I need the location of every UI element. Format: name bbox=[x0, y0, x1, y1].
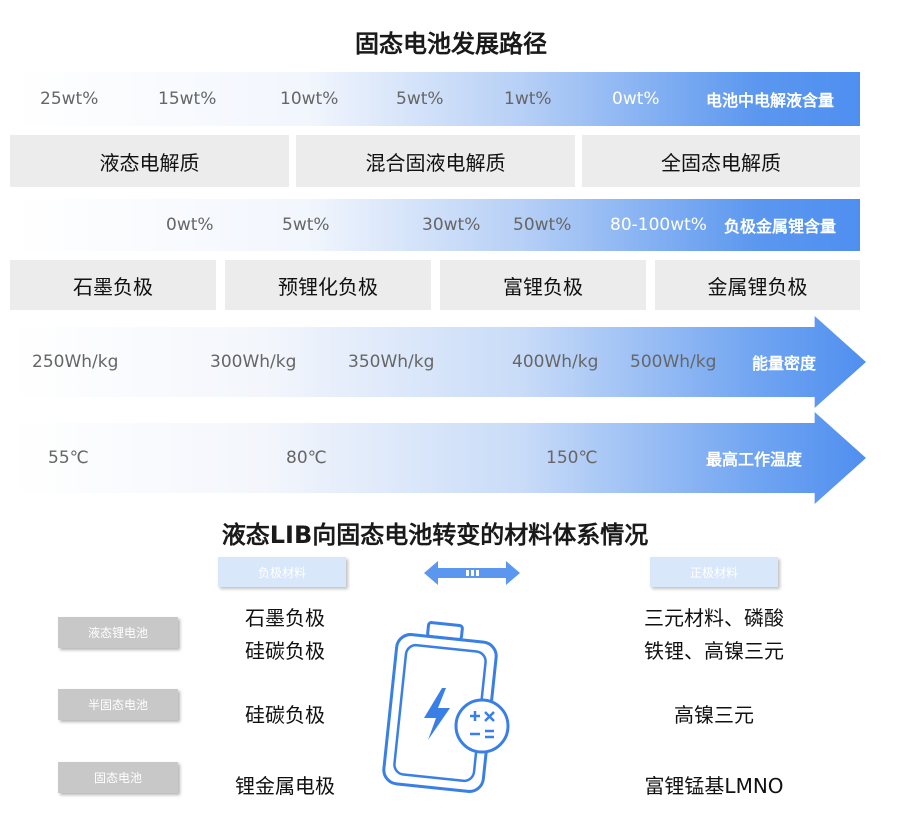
category-graphite-anode: 石墨负极 bbox=[10, 260, 216, 310]
category-hybrid-electrolyte: 混合固液电解质 bbox=[296, 135, 575, 187]
anode-tick: 80-100wt% bbox=[610, 215, 707, 235]
cathode-material-solid: 富锂锰基LMNO bbox=[608, 770, 820, 803]
anode-material-line: 石墨负极 bbox=[245, 606, 325, 630]
category-solid-electrolyte: 全固态电解质 bbox=[582, 135, 860, 187]
battery-icon bbox=[382, 621, 510, 793]
category-liquid-electrolyte: 液态电解质 bbox=[10, 135, 289, 187]
anode-material-line: 硅碳负极 bbox=[245, 639, 325, 663]
energy-density-arrow: 250Wh/kg 300Wh/kg 350Wh/kg 400Wh/kg 500W… bbox=[10, 316, 866, 408]
cathode-material-semi-solid: 高镍三元 bbox=[608, 699, 820, 732]
temperature-arrow: 55℃ 80℃ 150℃ 最高工作温度 bbox=[10, 412, 866, 504]
cathode-material-liquid: 三元材料、磷酸 铁锂、高镍三元 bbox=[608, 602, 820, 668]
electrolyte-tick: 1wt% bbox=[504, 89, 552, 109]
electrolyte-tick: 10wt% bbox=[280, 89, 339, 109]
electrolyte-bar-label: 电池中电解液含量 bbox=[706, 91, 835, 110]
anode-tick: 50wt% bbox=[513, 215, 572, 235]
temperature-tick: 150℃ bbox=[546, 448, 598, 468]
electrolyte-tick: 15wt% bbox=[158, 89, 217, 109]
electrolyte-tick: 5wt% bbox=[396, 89, 444, 109]
page-title: 固态电池发展路径 bbox=[355, 30, 547, 58]
anode-tick: 0wt% bbox=[166, 215, 214, 235]
electrolyte-content-bar: 25wt% 15wt% 10wt% 5wt% 1wt% 0wt% 电池中电解液含… bbox=[10, 72, 860, 126]
energy-tick: 350Wh/kg bbox=[348, 352, 435, 372]
cathode-material-line: 高镍三元 bbox=[674, 703, 754, 727]
anode-material-semi-solid: 硅碳负极 bbox=[200, 699, 370, 732]
section-title: 液态LIB向固态电池转变的材料体系情况 bbox=[221, 521, 649, 549]
cathode-material-line: 富锂锰基LMNO bbox=[644, 774, 784, 798]
anode-lithium-bar: 0wt% 5wt% 30wt% 50wt% 80-100wt% 负极金属锂含量 bbox=[10, 199, 860, 251]
category-lithium-rich-anode: 富锂负极 bbox=[440, 260, 646, 310]
cathode-material-line: 三元材料、磷酸 bbox=[644, 606, 784, 630]
anode-materials-header: 负极材料 bbox=[218, 557, 346, 587]
double-arrow-icon bbox=[424, 561, 520, 585]
row-label-semi-solid-battery: 半固态电池 bbox=[58, 689, 178, 720]
temperature-arrow-label: 最高工作温度 bbox=[706, 450, 803, 469]
temperature-tick: 80℃ bbox=[286, 448, 327, 468]
electrolyte-tick: 0wt% bbox=[612, 89, 660, 109]
row-label-liquid-battery: 液态锂电池 bbox=[58, 617, 178, 648]
anode-material-line: 硅碳负极 bbox=[245, 703, 325, 727]
energy-tick: 500Wh/kg bbox=[630, 352, 717, 372]
anode-tick: 5wt% bbox=[282, 215, 330, 235]
temperature-tick: 55℃ bbox=[48, 448, 89, 468]
anode-tick: 30wt% bbox=[422, 215, 481, 235]
energy-tick: 400Wh/kg bbox=[512, 352, 599, 372]
anode-material-line: 锂金属电极 bbox=[235, 774, 335, 798]
anode-bar-label: 负极金属锂含量 bbox=[724, 217, 837, 236]
row-label-solid-battery: 固态电池 bbox=[58, 762, 178, 793]
energy-tick: 300Wh/kg bbox=[210, 352, 297, 372]
anode-material-solid: 锂金属电极 bbox=[200, 770, 370, 803]
category-lithium-metal-anode: 金属锂负极 bbox=[655, 260, 860, 310]
electrolyte-tick: 25wt% bbox=[40, 89, 99, 109]
cathode-material-line: 铁锂、高镍三元 bbox=[644, 639, 784, 663]
energy-arrow-label: 能量密度 bbox=[752, 354, 817, 373]
anode-material-liquid: 石墨负极 硅碳负极 bbox=[200, 602, 370, 668]
category-prelithiated-anode: 预锂化负极 bbox=[225, 260, 431, 310]
energy-tick: 250Wh/kg bbox=[32, 352, 119, 372]
cathode-materials-header: 正极材料 bbox=[650, 557, 778, 587]
